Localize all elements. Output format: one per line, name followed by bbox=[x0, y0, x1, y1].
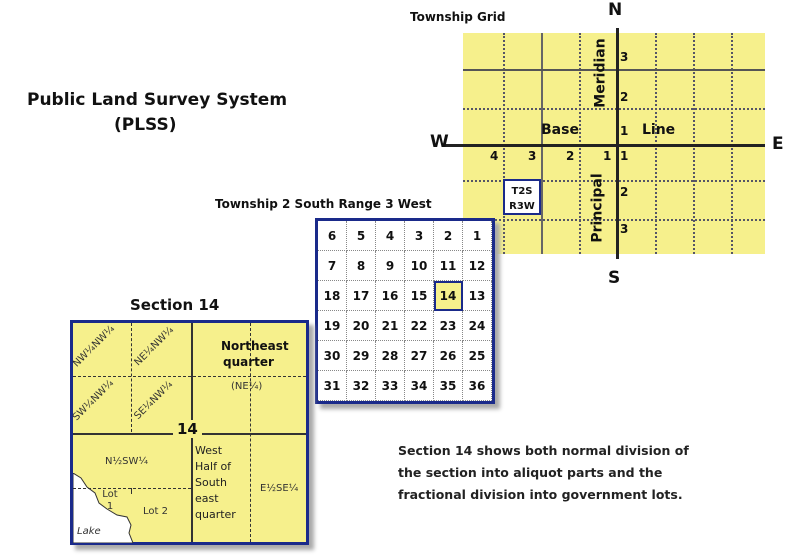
ne-quarter-line2: quarter bbox=[223, 355, 274, 369]
nwnw-label: NW¼NW¼ bbox=[71, 323, 118, 370]
section-cell: 6 bbox=[318, 221, 347, 251]
nenw-label: NE¼NW¼ bbox=[132, 324, 177, 369]
section-cell: 7 bbox=[318, 251, 347, 281]
w-se-4: east bbox=[195, 492, 219, 505]
section-cell: 24 bbox=[463, 311, 492, 341]
north-label: N bbox=[608, 0, 623, 20]
lake-label: Lake bbox=[77, 526, 101, 537]
section-cell: 18 bbox=[318, 281, 347, 311]
w-se-5: quarter bbox=[195, 508, 236, 521]
lake bbox=[73, 473, 134, 543]
caption: Section 14 shows both normal division of… bbox=[398, 440, 689, 506]
section-cell: 13 bbox=[463, 281, 492, 311]
section-cell: 21 bbox=[376, 311, 405, 341]
section-cell: 31 bbox=[318, 371, 347, 401]
section-cell: 1 bbox=[463, 221, 492, 251]
caption-line-1: Section 14 shows both normal division of bbox=[398, 443, 689, 458]
ne-abbr: (NE¼) bbox=[231, 381, 263, 392]
ese-label: E½SE¼ bbox=[260, 483, 299, 494]
caption-line-3: fractional division into government lots… bbox=[398, 487, 683, 502]
section-cell: 28 bbox=[376, 341, 405, 371]
senw-label: SE¼NW¼ bbox=[132, 379, 176, 422]
tier-n1: 1 bbox=[620, 124, 629, 138]
ne-quarter-line1: Northeast bbox=[221, 339, 289, 353]
township-grid: T2S R3W bbox=[443, 28, 765, 259]
line-label: Line bbox=[642, 122, 676, 138]
section-cell: 36 bbox=[463, 371, 492, 401]
section-cell: 14 bbox=[434, 281, 463, 311]
section-cell: 29 bbox=[347, 341, 376, 371]
section-cell: 20 bbox=[347, 311, 376, 341]
section-cell: 19 bbox=[318, 311, 347, 341]
section-cell: 2 bbox=[434, 221, 463, 251]
township-grid-title: Township Grid bbox=[410, 10, 506, 24]
section-cell: 10 bbox=[405, 251, 434, 281]
section-cell: 11 bbox=[434, 251, 463, 281]
east-label: E bbox=[772, 134, 784, 154]
base-label: Base bbox=[541, 122, 579, 138]
t2s: T2S bbox=[511, 186, 533, 197]
tier-s2: 2 bbox=[620, 185, 629, 199]
section-cell: 30 bbox=[318, 341, 347, 371]
w-se-1: West bbox=[195, 444, 223, 457]
section-cell: 25 bbox=[463, 341, 492, 371]
principal-label: Principal bbox=[589, 173, 606, 243]
west-label: W bbox=[430, 132, 449, 152]
meridian-label: Meridian bbox=[592, 38, 609, 108]
section-cell: 27 bbox=[405, 341, 434, 371]
section-cell: 12 bbox=[463, 251, 492, 281]
swnw-label: SW¼NW¼ bbox=[70, 377, 117, 424]
section-cell: 33 bbox=[376, 371, 405, 401]
range-w3: 3 bbox=[528, 149, 537, 163]
lot1-label: Lot 1 bbox=[102, 489, 118, 512]
range-w1: 1 bbox=[603, 149, 612, 163]
section-cell: 23 bbox=[434, 311, 463, 341]
section-cell: 22 bbox=[405, 311, 434, 341]
section-cell: 4 bbox=[376, 221, 405, 251]
caption-line-2: the section into aliquot parts and the bbox=[398, 465, 663, 480]
tier-n3: 3 bbox=[620, 50, 629, 64]
section-cell: 35 bbox=[434, 371, 463, 401]
section-title: Section 14 bbox=[130, 296, 220, 314]
section-cell: 32 bbox=[347, 371, 376, 401]
section-number: 14 bbox=[173, 420, 202, 438]
principal-meridian-line bbox=[616, 28, 619, 259]
nsw-label: N½SW¼ bbox=[105, 456, 149, 467]
section-cell: 34 bbox=[405, 371, 434, 401]
w-se-2: Half of bbox=[195, 460, 232, 473]
section-cell: 26 bbox=[434, 341, 463, 371]
tier-s1: 1 bbox=[620, 149, 629, 163]
section-cell: 16 bbox=[376, 281, 405, 311]
main-title: Public Land Survey System bbox=[27, 90, 288, 110]
lot2-label: Lot 2 bbox=[143, 506, 168, 517]
range-w4: 4 bbox=[490, 149, 499, 163]
range-w2: 2 bbox=[566, 149, 575, 163]
section-14-diagram: NW¼NW¼ NE¼NW¼ SW¼NW¼ SE¼NW¼ Northeast qu… bbox=[70, 320, 309, 545]
section-cell: 3 bbox=[405, 221, 434, 251]
section-cell: 15 bbox=[405, 281, 434, 311]
township-title: Township 2 South Range 3 West bbox=[215, 197, 432, 211]
section-cell: 17 bbox=[347, 281, 376, 311]
main-subtitle: (PLSS) bbox=[114, 115, 177, 135]
tier-n2: 2 bbox=[620, 90, 629, 104]
south-label: S bbox=[608, 268, 621, 288]
w-se-3: South bbox=[195, 476, 227, 489]
section-cell: 8 bbox=[347, 251, 376, 281]
base-line bbox=[443, 144, 765, 147]
tier-s3: 3 bbox=[620, 222, 629, 236]
section-cell: 9 bbox=[376, 251, 405, 281]
section-cell: 5 bbox=[347, 221, 376, 251]
r3w: R3W bbox=[509, 201, 535, 212]
